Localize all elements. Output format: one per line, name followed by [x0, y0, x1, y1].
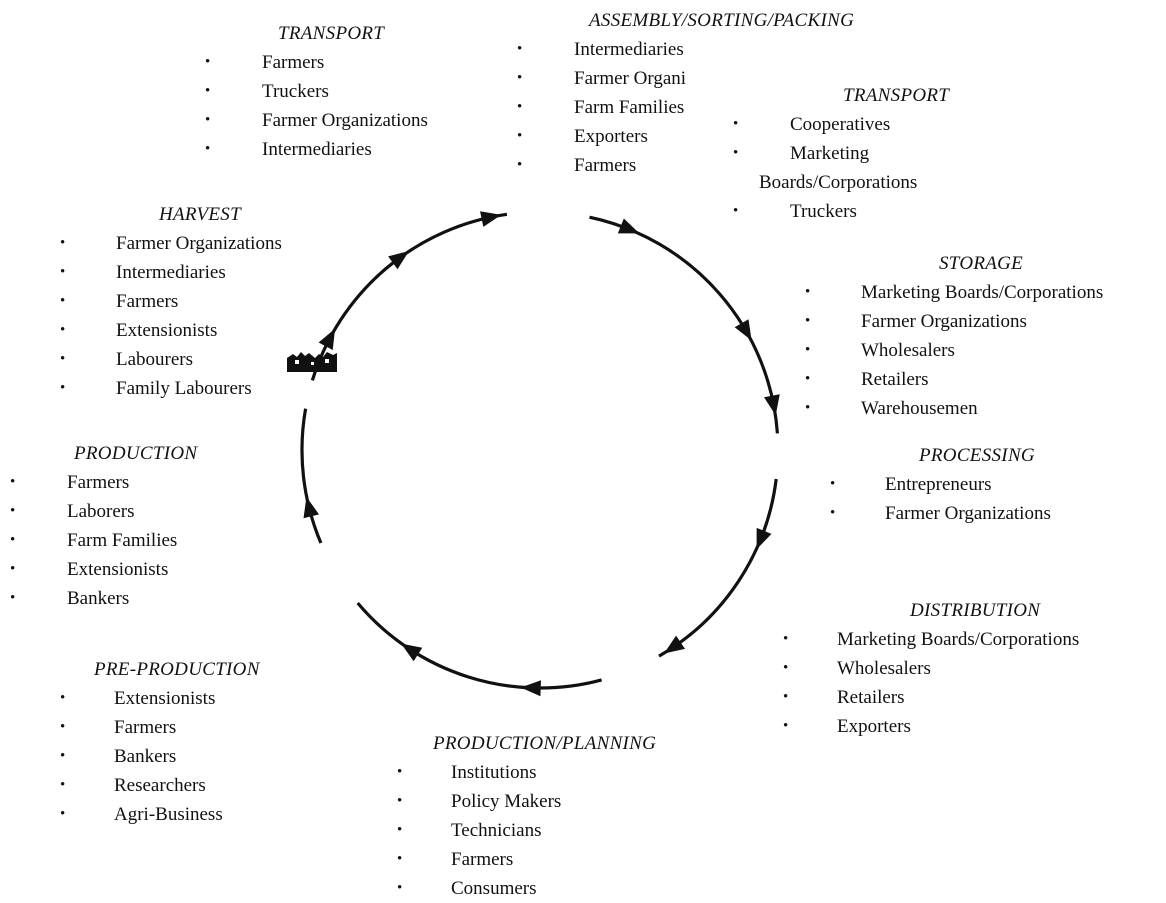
actor-list: •Cooperatives •Marketing	[733, 110, 891, 168]
list-item: •Agri-Business	[60, 804, 223, 825]
list-item: •Farmer Organizations	[805, 311, 1027, 332]
list-item: •Farmer Organi	[517, 68, 687, 89]
list-item: •Institutions	[397, 762, 537, 783]
stage-title: ASSEMBLY/SORTING/PACKING	[589, 10, 855, 31]
arrowhead-icon	[617, 218, 640, 234]
stage-assembly: ASSEMBLY/SORTING/PACKING •Intermediaries…	[517, 6, 854, 180]
list-item: •Cooperatives	[733, 114, 891, 135]
stage-production: PRODUCTION •Farmers •Laborers •Farm Fami…	[10, 439, 197, 613]
list-item: •Farmers	[205, 52, 325, 73]
arrowhead-icon	[764, 394, 780, 416]
stage-storage: STORAGE •Marketing Boards/Corporations •…	[805, 249, 1104, 423]
list-item: •Farmers	[397, 849, 514, 870]
list-item: •Farmers	[60, 717, 177, 738]
cycle-arc	[300, 408, 323, 544]
list-item: •Laborers	[10, 501, 135, 522]
actor-list: •Truckers	[733, 197, 891, 226]
list-item: •Retailers	[805, 369, 929, 390]
stage-title: TRANSPORT	[843, 85, 950, 106]
cycle-arc	[310, 212, 508, 381]
actor-list: •Farmers •Truckers •Farmer Organizations…	[205, 48, 428, 164]
list-item: •Bankers	[60, 746, 177, 767]
list-item: •Wholesalers	[805, 340, 955, 361]
list-item: •Extensionists	[60, 688, 216, 709]
list-item: •Bankers	[10, 588, 130, 609]
arrowhead-icon	[303, 496, 320, 519]
actor-list: •Institutions •Policy Makers •Technician…	[397, 758, 620, 903]
list-item: •Farmer Organizations	[830, 503, 1051, 524]
arrowhead-icon	[734, 319, 752, 341]
arrowhead-icon	[520, 680, 541, 697]
stage-harvest: HARVEST •Farmer Organizations •Intermedi…	[60, 200, 282, 403]
stage-title: STORAGE	[939, 253, 1024, 274]
list-item: •Intermediaries	[205, 139, 372, 160]
list-item: •Retailers	[783, 687, 905, 708]
list-item: •Technicians	[397, 820, 542, 841]
list-item: •Marketing Boards/Corporations	[783, 629, 1080, 650]
stage-processing: PROCESSING •Entrepreneurs •Farmer Organi…	[830, 441, 1051, 528]
list-item: •Farmers	[517, 155, 637, 176]
list-item: •Consumers	[397, 878, 537, 899]
stage-transport-farm: TRANSPORT •Farmers •Truckers •Farmer Org…	[205, 19, 428, 164]
list-item: •Marketing Boards/Corporations	[805, 282, 1104, 303]
arrowhead-icon	[388, 251, 409, 270]
actor-list: •Farmers •Laborers •Farm Families •Exten…	[10, 468, 178, 613]
list-item: •Family Labourers	[60, 378, 252, 399]
stage-distribution: DISTRIBUTION •Marketing Boards/Corporati…	[783, 596, 1080, 741]
list-item: •Farmer Organizations	[60, 233, 282, 254]
arrowhead-icon	[663, 635, 686, 654]
list-item: •Truckers	[733, 201, 857, 222]
list-item: •Farm Families	[517, 97, 685, 118]
list-item: •Extensionists	[10, 559, 169, 580]
list-item: •Entrepreneurs	[830, 474, 992, 495]
stage-title: PROCESSING	[919, 445, 1035, 466]
list-item: •Farm Families	[10, 530, 178, 551]
list-item-continuation: Boards/Corporations	[759, 172, 918, 193]
list-item: •Farmers	[10, 472, 130, 493]
stage-title: PRE-PRODUCTION	[94, 659, 260, 680]
stage-production-planning: PRODUCTION/PLANNING •Institutions •Polic…	[397, 729, 656, 903]
list-item: •Intermediaries	[60, 262, 226, 283]
arrowhead-icon	[756, 527, 772, 550]
list-item: •Labourers	[60, 349, 194, 370]
list-item: •Warehousemen	[805, 398, 978, 419]
stage-title: PRODUCTION	[74, 443, 198, 464]
stage-pre-production: PRE-PRODUCTION •Extensionists •Farmers •…	[60, 655, 259, 829]
scan-artifact-blob	[287, 352, 337, 372]
actor-list: •Entrepreneurs •Farmer Organizations	[830, 470, 1051, 528]
stage-title: DISTRIBUTION	[910, 600, 1041, 621]
actor-list: •Marketing Boards/Corporations •Farmer O…	[805, 278, 1104, 423]
stage-title: TRANSPORT	[278, 23, 385, 44]
arrowhead-icon	[318, 328, 336, 351]
cycle-arc	[658, 478, 778, 658]
actor-list: •Farmer Organizations •Intermediaries •F…	[60, 229, 282, 403]
actor-list: •Intermediaries •Farmer Organi •Farm Fam…	[517, 35, 782, 180]
stage-transport-market: TRANSPORT •Cooperatives •Marketing Board…	[733, 81, 949, 226]
cycle-arc	[356, 601, 603, 690]
stage-title: HARVEST	[159, 204, 241, 225]
list-item: •Marketing	[733, 143, 870, 164]
actor-list: •Extensionists •Farmers •Bankers •Resear…	[60, 684, 226, 829]
list-item: •Truckers	[205, 81, 329, 102]
list-item: •Policy Makers	[397, 791, 562, 812]
list-item: •Intermediaries	[517, 39, 684, 60]
list-item: •Researchers	[60, 775, 206, 796]
list-item: •Farmer Organizations	[205, 110, 428, 131]
stage-title: PRODUCTION/PLANNING	[433, 733, 657, 754]
list-item: •Exporters	[517, 126, 648, 147]
arrowhead-icon	[480, 211, 502, 227]
actor-list: •Marketing Boards/Corporations •Wholesal…	[783, 625, 1080, 741]
list-item: •Extensionists	[60, 320, 218, 341]
arrowhead-icon	[401, 643, 423, 662]
list-item: •Wholesalers	[783, 658, 931, 679]
list-item: •Exporters	[783, 716, 911, 737]
list-item: •Farmers	[60, 291, 179, 312]
